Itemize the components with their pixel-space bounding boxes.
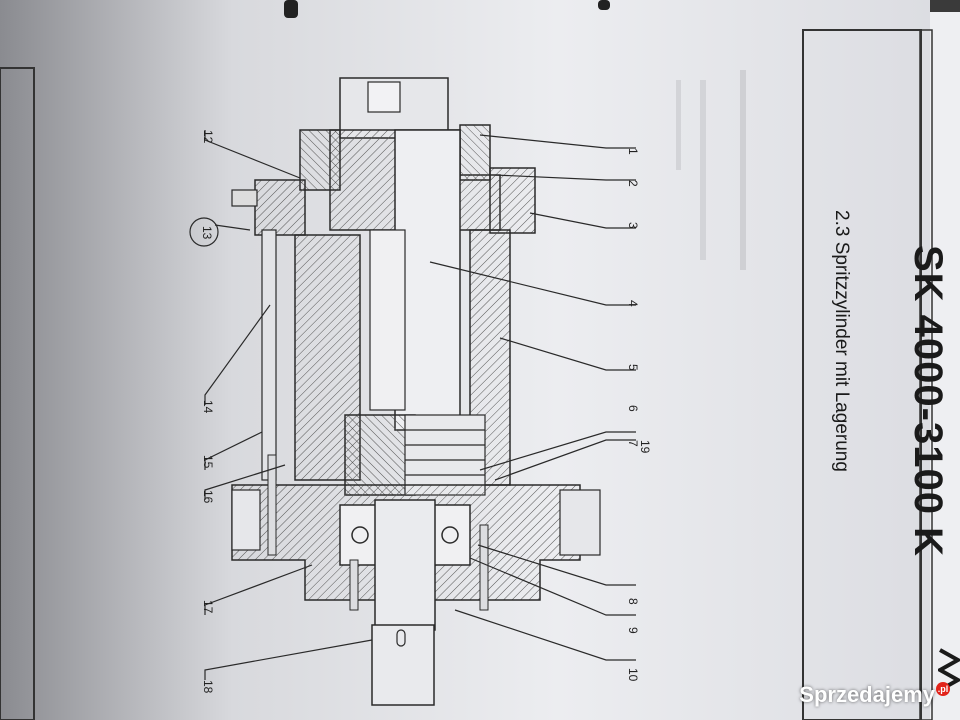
bleedthrough-text <box>676 70 746 270</box>
callout-label: 17 <box>201 600 215 614</box>
title-block-frame <box>802 29 922 720</box>
callout-label: 3 <box>626 222 640 229</box>
page-frame-left <box>0 67 35 720</box>
paper-sheet <box>0 0 930 720</box>
callout-label: 4 <box>626 300 640 307</box>
callout-label: 12 <box>201 130 215 144</box>
title-block-inner <box>919 29 933 720</box>
callout-label: 15 <box>201 455 215 469</box>
callout-label: 16 <box>201 490 215 504</box>
callout-label: 8 <box>626 598 640 605</box>
watermark-text: Sprzedajemy <box>799 682 935 707</box>
section-title: 2.3 Spritzzylinder mit Lagerung <box>831 210 852 472</box>
leader-lines <box>189 130 636 680</box>
brand-logo-icon <box>938 648 960 692</box>
callout-label: 2 <box>626 180 640 187</box>
watermark: Sprzedajemy.pl <box>799 682 950 708</box>
callout-label: 14 <box>201 400 215 414</box>
watermark-suffix: .pl <box>936 682 950 696</box>
binder-pin <box>598 0 610 10</box>
callout-label: 10 <box>626 668 640 682</box>
callout-label: 18 <box>201 680 215 694</box>
callout-label: 6 <box>626 405 640 412</box>
document-heading: SK 4000-3100 K <box>906 245 950 557</box>
callout-label: 9 <box>626 627 640 634</box>
callout-label: 5 <box>626 364 640 371</box>
cylinder-assembly <box>231 77 601 706</box>
binder-pin <box>284 0 298 18</box>
callout-label: 1 <box>626 148 640 155</box>
callout-label: 13 <box>200 226 214 240</box>
paper-edge <box>930 12 960 720</box>
callout-label: 19 <box>638 440 652 454</box>
